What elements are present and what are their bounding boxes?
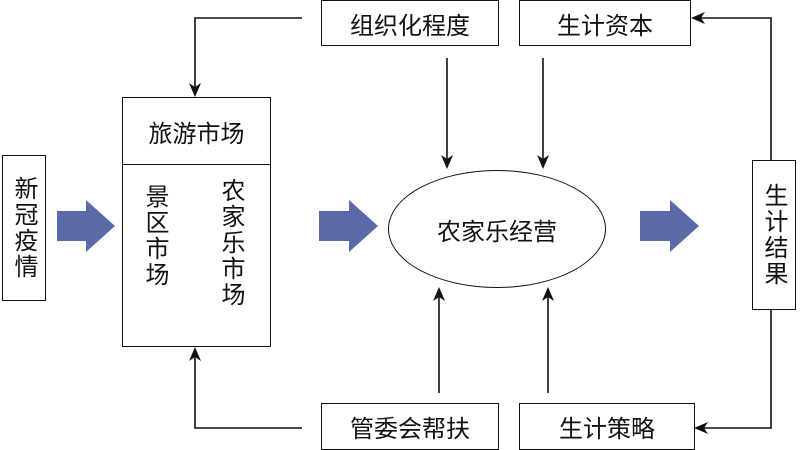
block-arrow-market-to-operation [319,200,378,252]
epidemic-box: 新冠疫情 [2,155,46,301]
farmhouse-operation-node: 农家乐经营 [388,170,606,288]
livelihood-outcome-box: 生计结果 [752,160,796,310]
tourism-market-box: 旅游市场 景区市场 农家乐市场 [122,97,271,347]
block-arrow-operation-to-outcome [640,200,699,252]
committee-support-label: 管委会帮扶 [350,415,470,443]
tourism-market-title: 旅游市场 [123,98,270,165]
livelihood-capital-box: 生计资本 [519,0,691,46]
livelihood-outcome-label: 生计结果 [760,183,788,287]
epidemic-label: 新冠疫情 [10,176,38,280]
livelihood-capital-label: 生计资本 [557,11,653,40]
arrow-support-to-market [189,347,302,429]
arrow-organization-to-market [189,17,302,97]
farmhouse-operation-label: 农家乐经营 [437,217,557,246]
livelihood-strategy-label: 生计策略 [559,415,655,443]
farmhouse-market-label: 农家乐市场 [217,178,245,308]
arrow-outcome-to-strategy [694,310,772,434]
arrow-outcome-to-capital [691,12,772,162]
block-arrow-epidemic-to-market [57,200,115,252]
organization-degree-label: 组织化程度 [350,11,470,40]
livelihood-strategy-box: 生计策略 [519,403,695,450]
scenic-market-label: 景区市场 [141,184,169,288]
committee-support-box: 管委会帮扶 [321,403,499,450]
organization-degree-box: 组织化程度 [321,0,499,46]
